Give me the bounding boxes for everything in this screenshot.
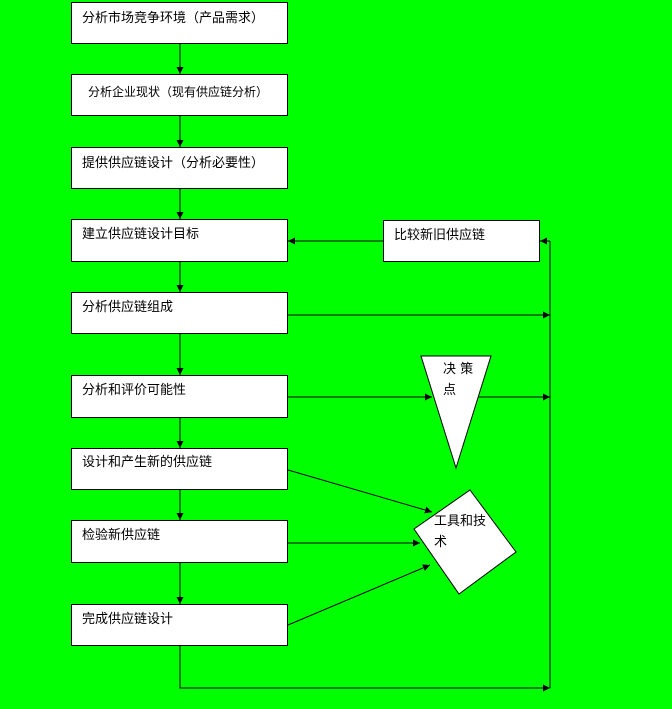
decision-label-line2: 点 [443,383,457,398]
step-design-new-chain: 设计和产生新的供应链 [71,448,288,490]
step-analyze-market: 分析市场竞争环境（产品需求） [71,2,288,44]
step-complete-design: 完成供应链设计 [71,604,288,646]
arrow-step7-to-tools [287,469,433,514]
step-verify-new-chain: 检验新供应链 [71,520,288,563]
step-analyze-composition-label: 分析供应链组成 [82,300,174,315]
step-provide-design-label: 提供供应链设计（分析必要性） [82,156,265,171]
decision-label-line1: 决 策 [443,362,474,377]
step-analyze-market-label: 分析市场竞争环境（产品需求） [82,11,265,26]
step-analyze-enterprise-label: 分析企业现状（现有供应链分析） [88,85,269,99]
step-evaluate-possibility-label: 分析和评价可能性 [82,383,187,398]
arrow-step9-to-bus [179,646,550,692]
step-design-new-chain-label: 设计和产生新的供应链 [82,455,213,470]
tools-label-line1: 工具和技 [434,514,487,529]
arrow-step9-to-tools [287,564,431,626]
step-complete-design-label: 完成供应链设计 [82,612,174,627]
step-evaluate-possibility: 分析和评价可能性 [71,375,288,418]
step-design-goals-label: 建立供应链设计目标 [82,227,200,242]
compare-old-new-chain: 比较新旧供应链 [383,220,540,262]
tools-label-line2: 术 [434,535,448,550]
compare-old-new-chain-label: 比较新旧供应链 [394,228,486,243]
decision-point-triangle [420,355,492,470]
step-provide-design: 提供供应链设计（分析必要性） [71,147,288,189]
tools-diamond [413,489,517,595]
step-analyze-enterprise: 分析企业现状（现有供应链分析） [71,74,288,116]
step-design-goals: 建立供应链设计目标 [71,219,288,262]
step-analyze-composition: 分析供应链组成 [71,292,288,334]
step-verify-new-chain-label: 检验新供应链 [82,528,161,543]
